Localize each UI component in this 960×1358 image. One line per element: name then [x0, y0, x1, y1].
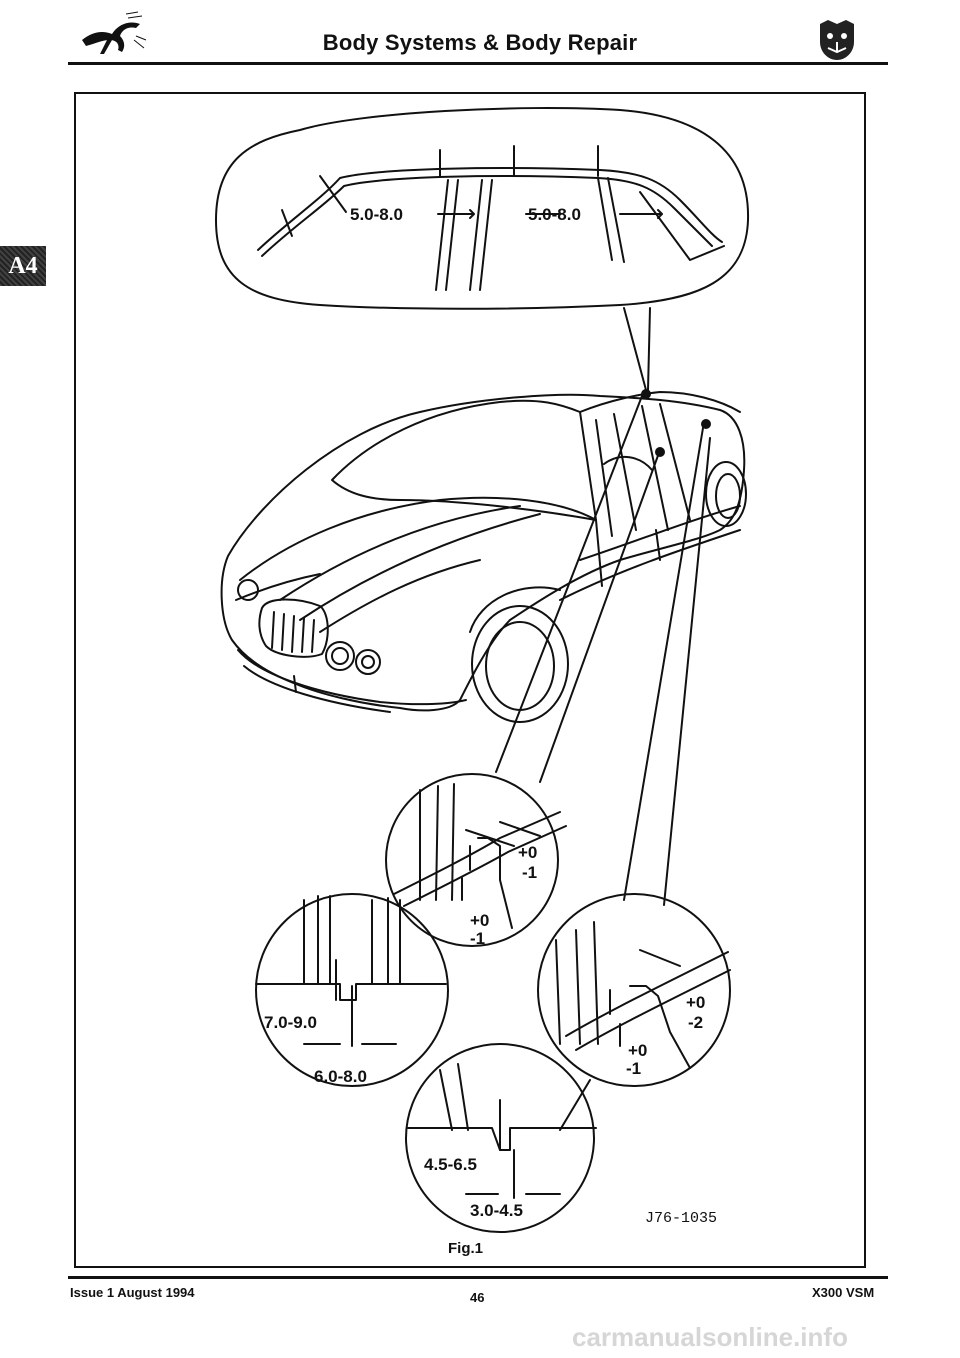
front-gap-label-lower-minus: -1 [470, 929, 485, 948]
watermark: carmanualsonline.info [572, 1322, 848, 1352]
car-body-outline [220, 393, 746, 712]
bottom-gap-label-height: 4.5-6.5 [424, 1155, 477, 1174]
figure-code: J76-1035 [645, 1210, 718, 1227]
left-gap-label-height: 7.0-9.0 [264, 1013, 317, 1032]
rear-gap-label-upper-plus: +0 [686, 993, 705, 1012]
page-title: Body Systems & Body Repair [322, 30, 638, 55]
roof-gap-label-right: 5.0-8.0 [528, 205, 581, 224]
footer-issue: Issue 1 August 1994 [70, 1285, 195, 1300]
bottom-gap-label-width: 3.0-4.5 [470, 1201, 523, 1220]
grille-outline [258, 598, 329, 658]
rear-gap-detail-outline [537, 893, 731, 1087]
figure-frame [74, 92, 866, 1268]
rear-gap-label-upper-minus: -2 [688, 1013, 703, 1032]
front-wheel-outline [471, 605, 569, 723]
jaguar-growler-logo-icon [820, 20, 854, 60]
roof-detail-outline [215, 107, 750, 310]
figure-caption: Fig.1 [448, 1240, 484, 1257]
roof-gap-label-left: 5.0-8.0 [350, 205, 403, 224]
bottom-gap-detail-outline [405, 1043, 595, 1233]
leaping-cat-logo-icon [82, 11, 147, 54]
rear-gap-label-lower-minus: -1 [626, 1059, 641, 1078]
header-rule [68, 62, 888, 65]
front-gap-label-lower-plus: +0 [470, 911, 489, 930]
front-gap-detail-outline [385, 773, 559, 947]
front-gap-label-upper-minus: -1 [522, 863, 537, 882]
page-number: 46 [470, 1290, 485, 1305]
rear-gap-label-lower-plus: +0 [628, 1041, 647, 1060]
section-tab: A4 [0, 246, 46, 286]
rear-wheel-outline [705, 461, 747, 527]
left-gap-label-width: 6.0-8.0 [314, 1067, 367, 1086]
footer-model: X300 VSM [812, 1285, 875, 1300]
left-gap-detail-outline [255, 893, 449, 1087]
front-gap-label-upper-plus: +0 [518, 843, 537, 862]
footer-rule [68, 1276, 888, 1279]
